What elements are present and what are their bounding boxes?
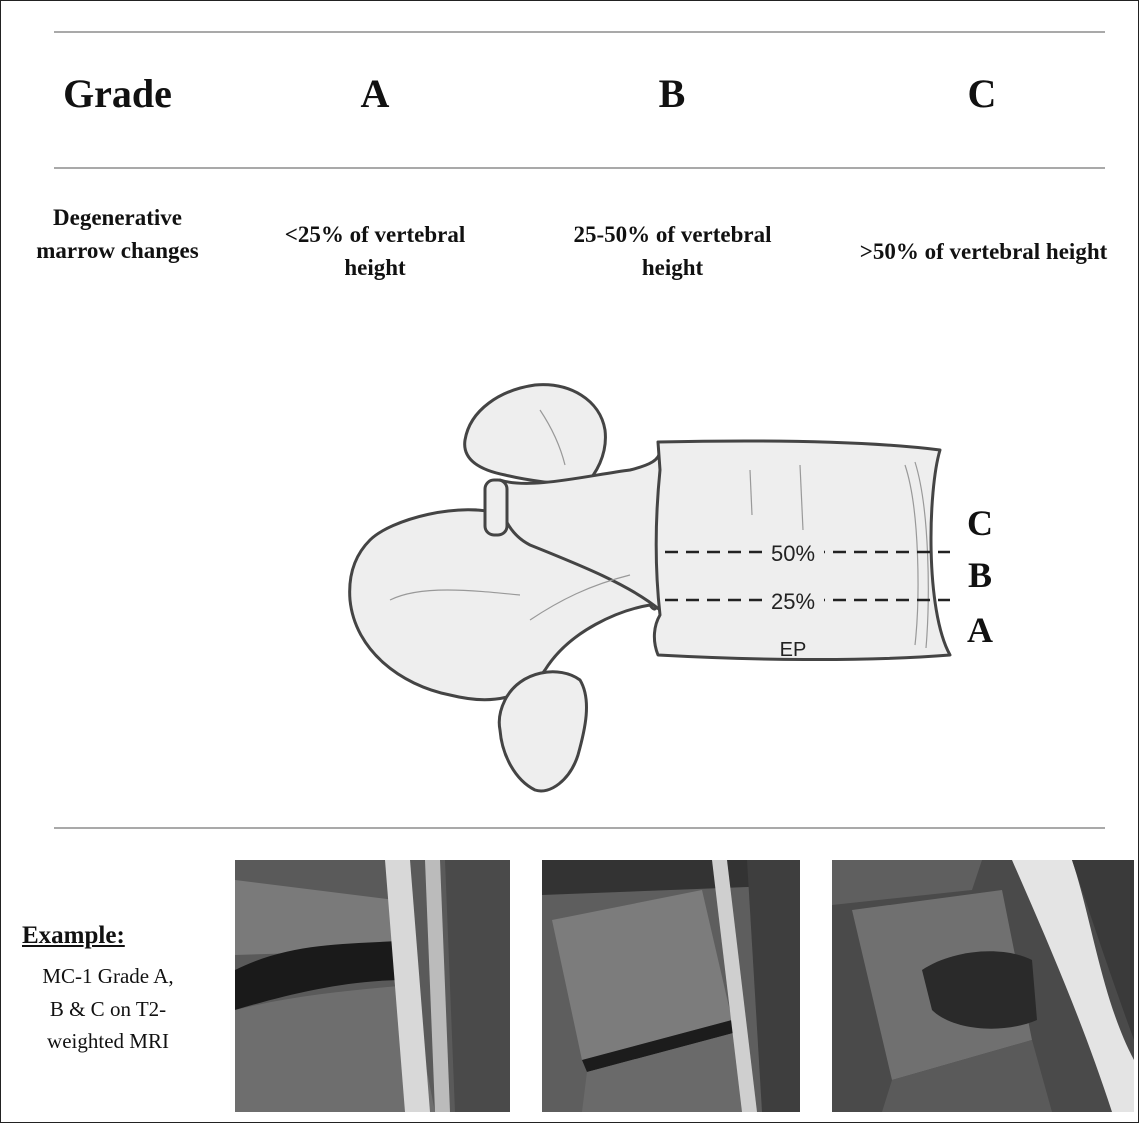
vertebra-diagram: 50% 25% EP C B A xyxy=(330,370,1050,810)
label-25-percent: 25% xyxy=(771,589,815,614)
mri-image-grade-c xyxy=(832,860,1134,1112)
top-rule xyxy=(54,31,1105,33)
transverse-stub-shape xyxy=(485,480,507,535)
zone-b-label: B xyxy=(968,555,992,595)
label-endplate: EP xyxy=(780,639,807,661)
example-caption-line-1: MC-1 Grade A, xyxy=(18,960,198,993)
inferior-process-shape xyxy=(499,672,586,791)
example-rule xyxy=(54,827,1105,829)
grade-a-header: A xyxy=(325,74,425,114)
zone-c-label: C xyxy=(967,503,993,543)
example-caption: MC-1 Grade A, B & C on T2- weighted MRI xyxy=(18,960,198,1058)
grade-header: Grade xyxy=(55,74,180,114)
zone-a-label: A xyxy=(967,610,993,650)
header-rule xyxy=(54,167,1105,169)
grade-a-description: <25% of vertebral height xyxy=(255,218,495,285)
grade-b-description: 25-50% of vertebral height xyxy=(545,218,800,285)
example-caption-line-2: B & C on T2- xyxy=(18,993,198,1026)
row-label-degenerative-marrow-changes: Degenerative marrow changes xyxy=(20,201,215,268)
label-50-percent: 50% xyxy=(771,541,815,566)
vertebra-illustration: 50% 25% EP C B A xyxy=(330,370,1050,810)
mri-image-grade-b xyxy=(542,860,800,1112)
grade-b-header: B xyxy=(622,74,722,114)
example-title: Example: xyxy=(22,922,172,950)
example-caption-line-3: weighted MRI xyxy=(18,1025,198,1058)
superior-process-shape xyxy=(465,385,606,485)
mri-image-grade-a xyxy=(235,860,510,1112)
grade-c-header: C xyxy=(932,74,1032,114)
grade-c-description: >50% of vertebral height xyxy=(826,235,1141,268)
